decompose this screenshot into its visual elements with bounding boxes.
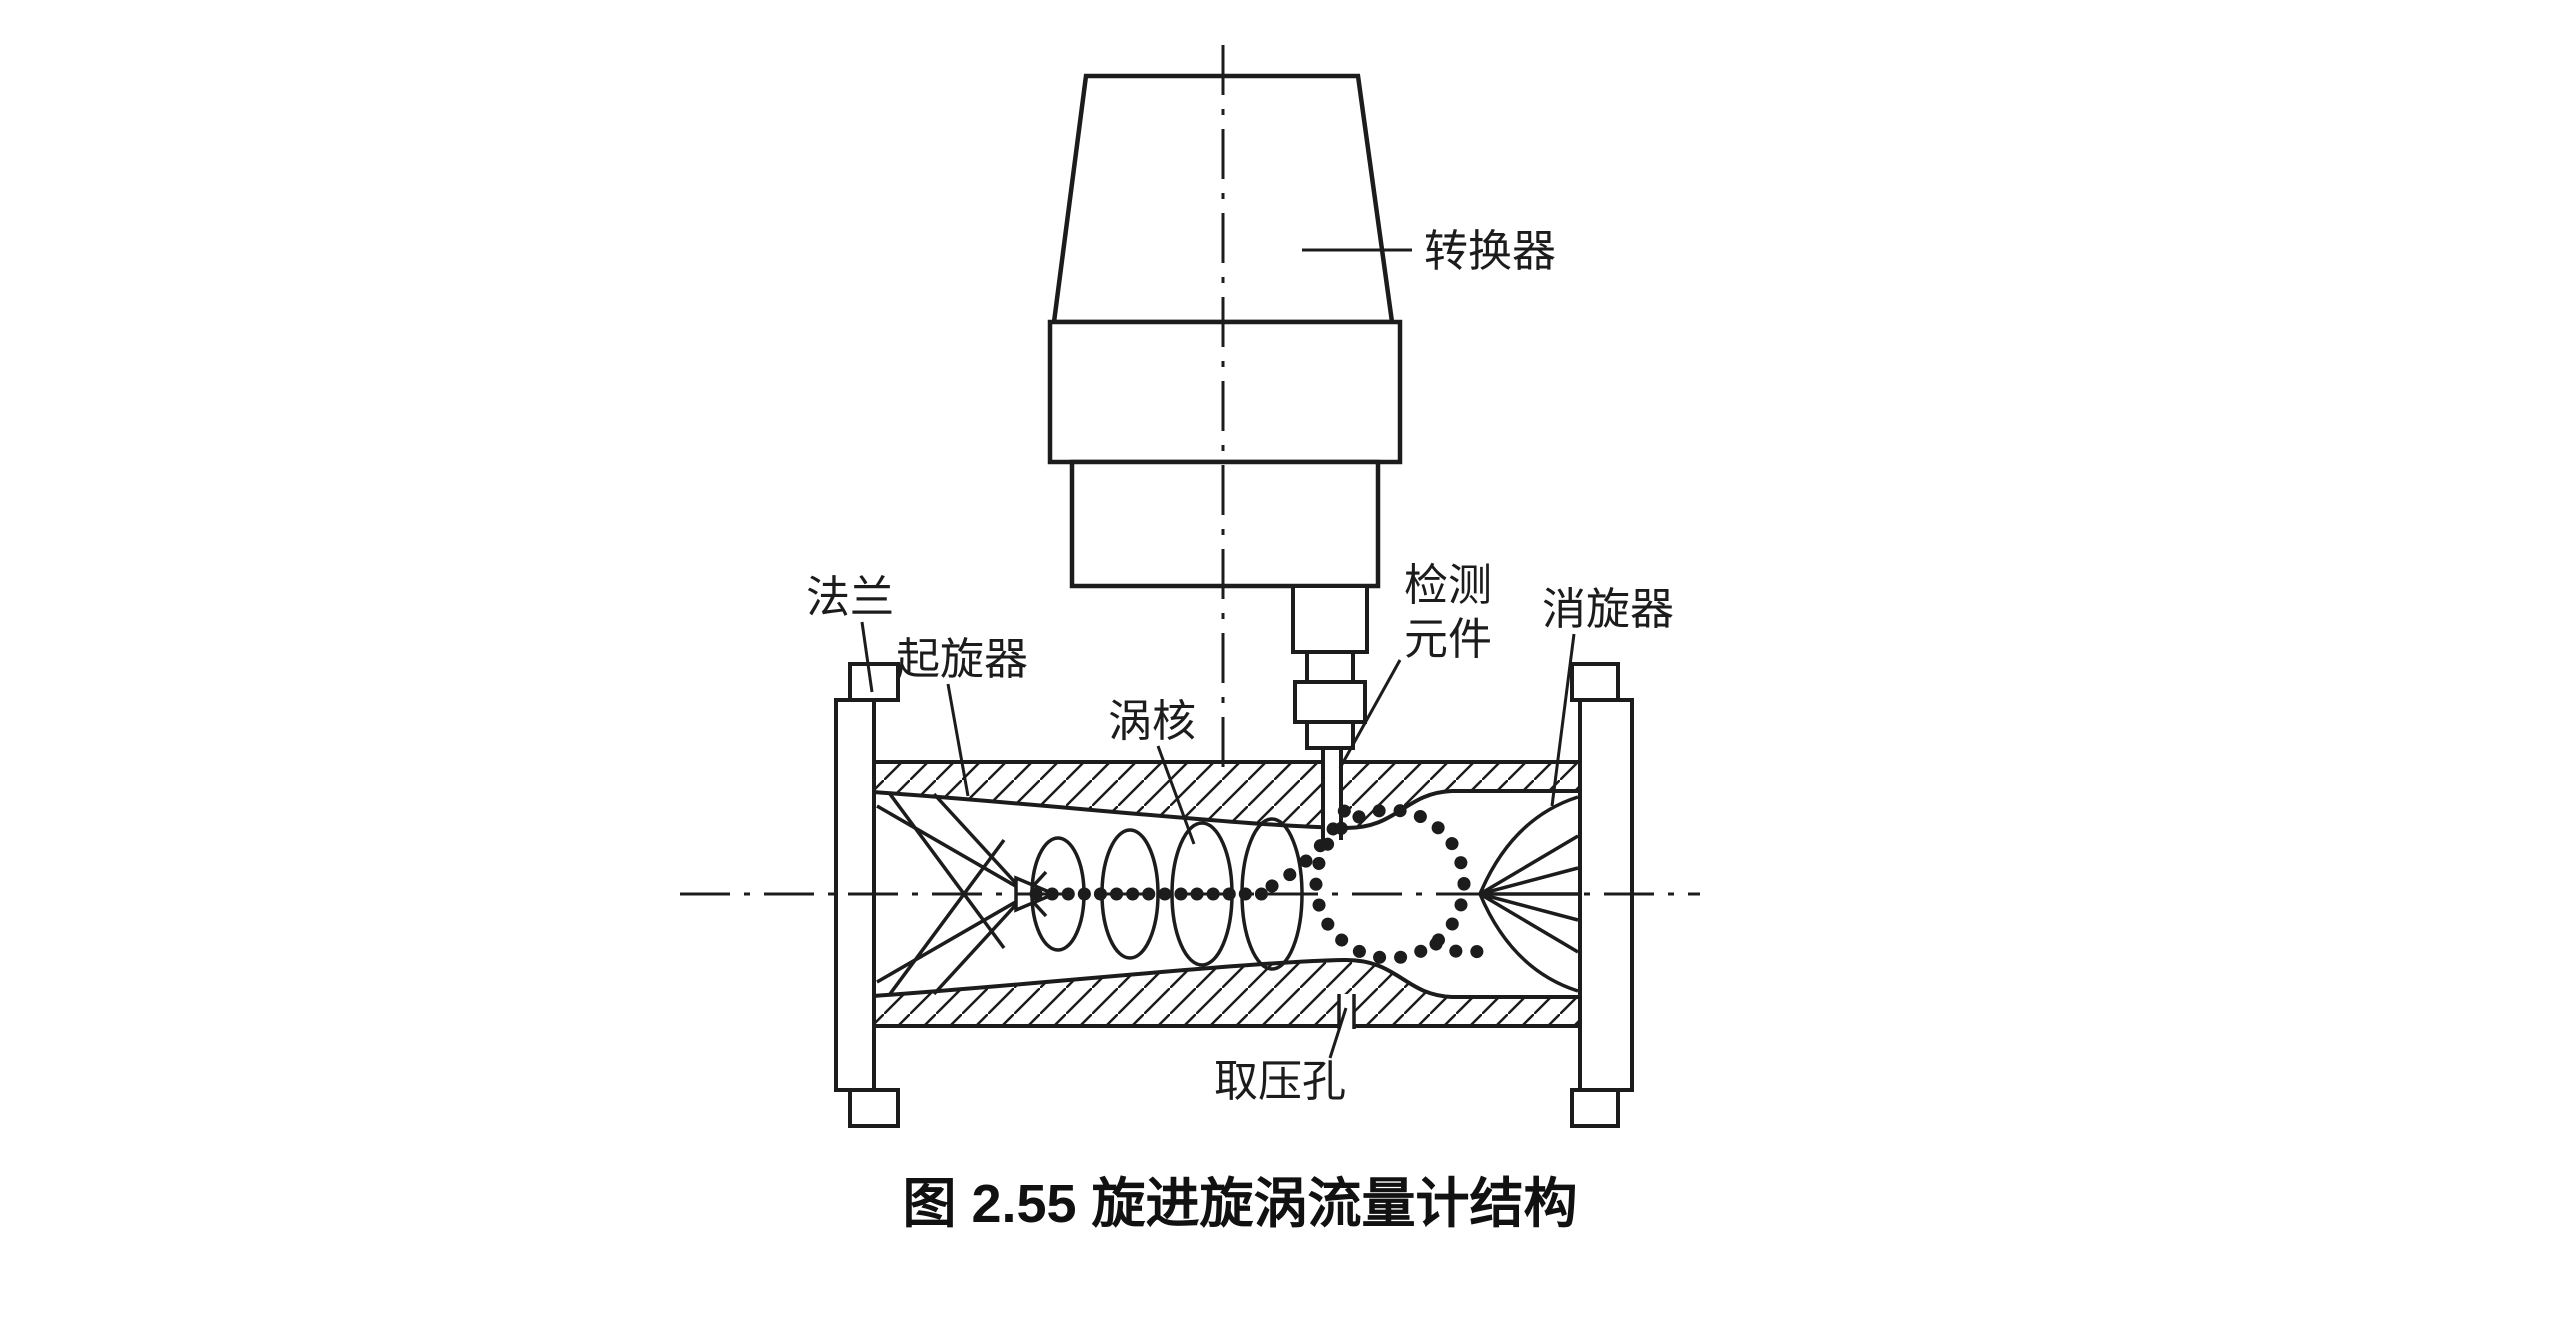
pipe-top-wall xyxy=(871,760,1582,831)
left-flange xyxy=(834,662,900,1128)
label-swirler: 起旋器 xyxy=(896,635,1028,684)
label-deswirler: 消旋器 xyxy=(1542,585,1674,634)
label-flange: 法兰 xyxy=(806,573,894,622)
label-converter: 转换器 xyxy=(1424,227,1556,276)
figure-caption: 图 2.55 旋进旋涡流量计结构 xyxy=(902,1174,1577,1234)
leader-vortex-core xyxy=(1156,745,1196,845)
pipe-body xyxy=(871,760,1582,1028)
vortex-bead-chain xyxy=(1029,801,1499,965)
converter-box-lower xyxy=(1069,459,1381,589)
label-detection-line1: 检测 xyxy=(1404,561,1492,610)
leader-swirler xyxy=(946,683,970,797)
converter xyxy=(1047,73,1403,589)
bead-loop xyxy=(1309,803,1471,965)
converter-box-upper xyxy=(1047,319,1403,465)
deswirler-fan xyxy=(1478,795,1579,993)
label-detection-line2: 元件 xyxy=(1404,615,1492,664)
right-flange-bolt-bottom xyxy=(1570,1088,1620,1128)
pipe-bottom-wall xyxy=(871,957,1582,1028)
bead-tail xyxy=(1429,937,1499,959)
leader-detection xyxy=(1338,659,1402,769)
label-vortex-core: 涡核 xyxy=(1108,697,1196,746)
left-flange-bolt-bottom xyxy=(848,1088,900,1128)
label-pressure-tap: 取压孔 xyxy=(1214,1057,1346,1106)
leader-pressure-tap xyxy=(1328,1007,1348,1059)
leader-flange xyxy=(860,621,874,693)
labels: 转换器 法兰 起旋器 涡核 检测 元件 消旋器 取压孔 图 2.55 旋进旋涡流… xyxy=(806,227,1674,1234)
right-flange-bolt-top xyxy=(1570,662,1620,702)
leader-lines xyxy=(860,248,1576,1059)
leader-deswirler xyxy=(1550,633,1576,807)
centerlines xyxy=(680,45,1700,896)
left-flange-bolt-top xyxy=(848,662,900,702)
